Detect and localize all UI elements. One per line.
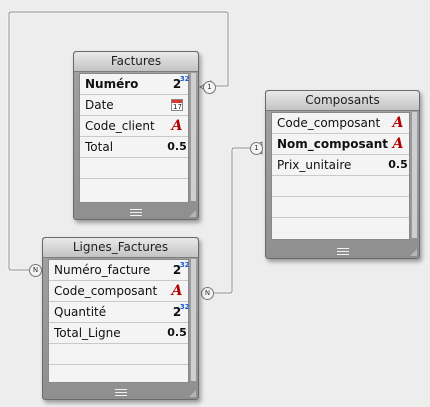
- alpha-icon: A: [392, 136, 404, 152]
- table-footer: [43, 385, 198, 399]
- field-name: Numéro_facture: [54, 263, 151, 277]
- field-name: Prix_unitaire: [277, 158, 352, 172]
- field-name: Total: [85, 140, 114, 154]
- field-name: Total_Ligne: [54, 326, 121, 340]
- alpha-icon: A: [171, 283, 183, 299]
- empty-row: [49, 365, 188, 385]
- cardinality-n-lignes-composants: N: [201, 287, 214, 300]
- cardinality-one-composants: 1: [250, 142, 263, 155]
- grip-handle-icon[interactable]: [130, 209, 142, 216]
- field-date[interactable]: Date 17: [80, 95, 188, 116]
- cardinality-n-lignes-factures: N: [29, 264, 42, 277]
- real-icon: 0.5: [388, 158, 408, 171]
- resize-handle-icon[interactable]: [189, 390, 196, 397]
- table-title-composants[interactable]: Composants: [266, 91, 419, 111]
- field-total-ligne[interactable]: Total_Ligne 0.5: [49, 323, 188, 344]
- scrollbar[interactable]: [190, 73, 196, 201]
- field-name: Code_composant: [54, 284, 158, 298]
- table-footer: [74, 205, 198, 219]
- field-prix-unitaire[interactable]: Prix_unitaire 0.5: [272, 155, 409, 176]
- empty-row: [272, 176, 409, 197]
- empty-row: [272, 218, 409, 238]
- real-icon: 0.5: [167, 326, 187, 339]
- grip-handle-icon[interactable]: [114, 389, 127, 396]
- real-icon: 0.5: [167, 140, 187, 153]
- table-footer: [266, 244, 419, 258]
- scrollbar[interactable]: [411, 112, 417, 238]
- empty-row: [80, 158, 188, 179]
- empty-row: [272, 197, 409, 218]
- alpha-icon: A: [392, 115, 404, 131]
- field-nom-composant[interactable]: Nom_composant A: [272, 134, 409, 155]
- field-code-composant[interactable]: Code_composant A: [49, 281, 188, 302]
- table-composants[interactable]: Composants Code_composant A Nom_composan…: [265, 90, 420, 259]
- link-line-lignes-composants[interactable]: [212, 146, 250, 295]
- resize-handle-icon[interactable]: [189, 210, 196, 217]
- table-title-lignes-factures[interactable]: Lignes_Factures: [43, 238, 198, 258]
- scrollbar[interactable]: [190, 259, 196, 381]
- empty-row: [80, 179, 188, 199]
- field-total[interactable]: Total 0.5: [80, 137, 188, 158]
- empty-row: [49, 344, 188, 365]
- grip-handle-icon[interactable]: [336, 248, 349, 255]
- field-name: Code_client: [85, 119, 155, 133]
- field-name: Date: [85, 98, 114, 112]
- cardinality-one-factures: 1: [203, 81, 216, 94]
- field-name: Nom_composant: [277, 137, 389, 151]
- field-code-composant[interactable]: Code_composant A: [272, 113, 409, 134]
- field-list-composants: Code_composant A Nom_composant A Prix_un…: [271, 112, 410, 240]
- table-title-factures[interactable]: Factures: [74, 52, 198, 72]
- field-code-client[interactable]: Code_client A: [80, 116, 188, 137]
- field-name: Code_composant: [277, 116, 381, 130]
- calendar-icon: 17: [168, 95, 186, 115]
- alpha-icon: A: [171, 118, 183, 134]
- resize-handle-icon[interactable]: [410, 249, 417, 256]
- field-name: Numéro: [85, 77, 139, 91]
- field-name: Quantité: [54, 305, 107, 319]
